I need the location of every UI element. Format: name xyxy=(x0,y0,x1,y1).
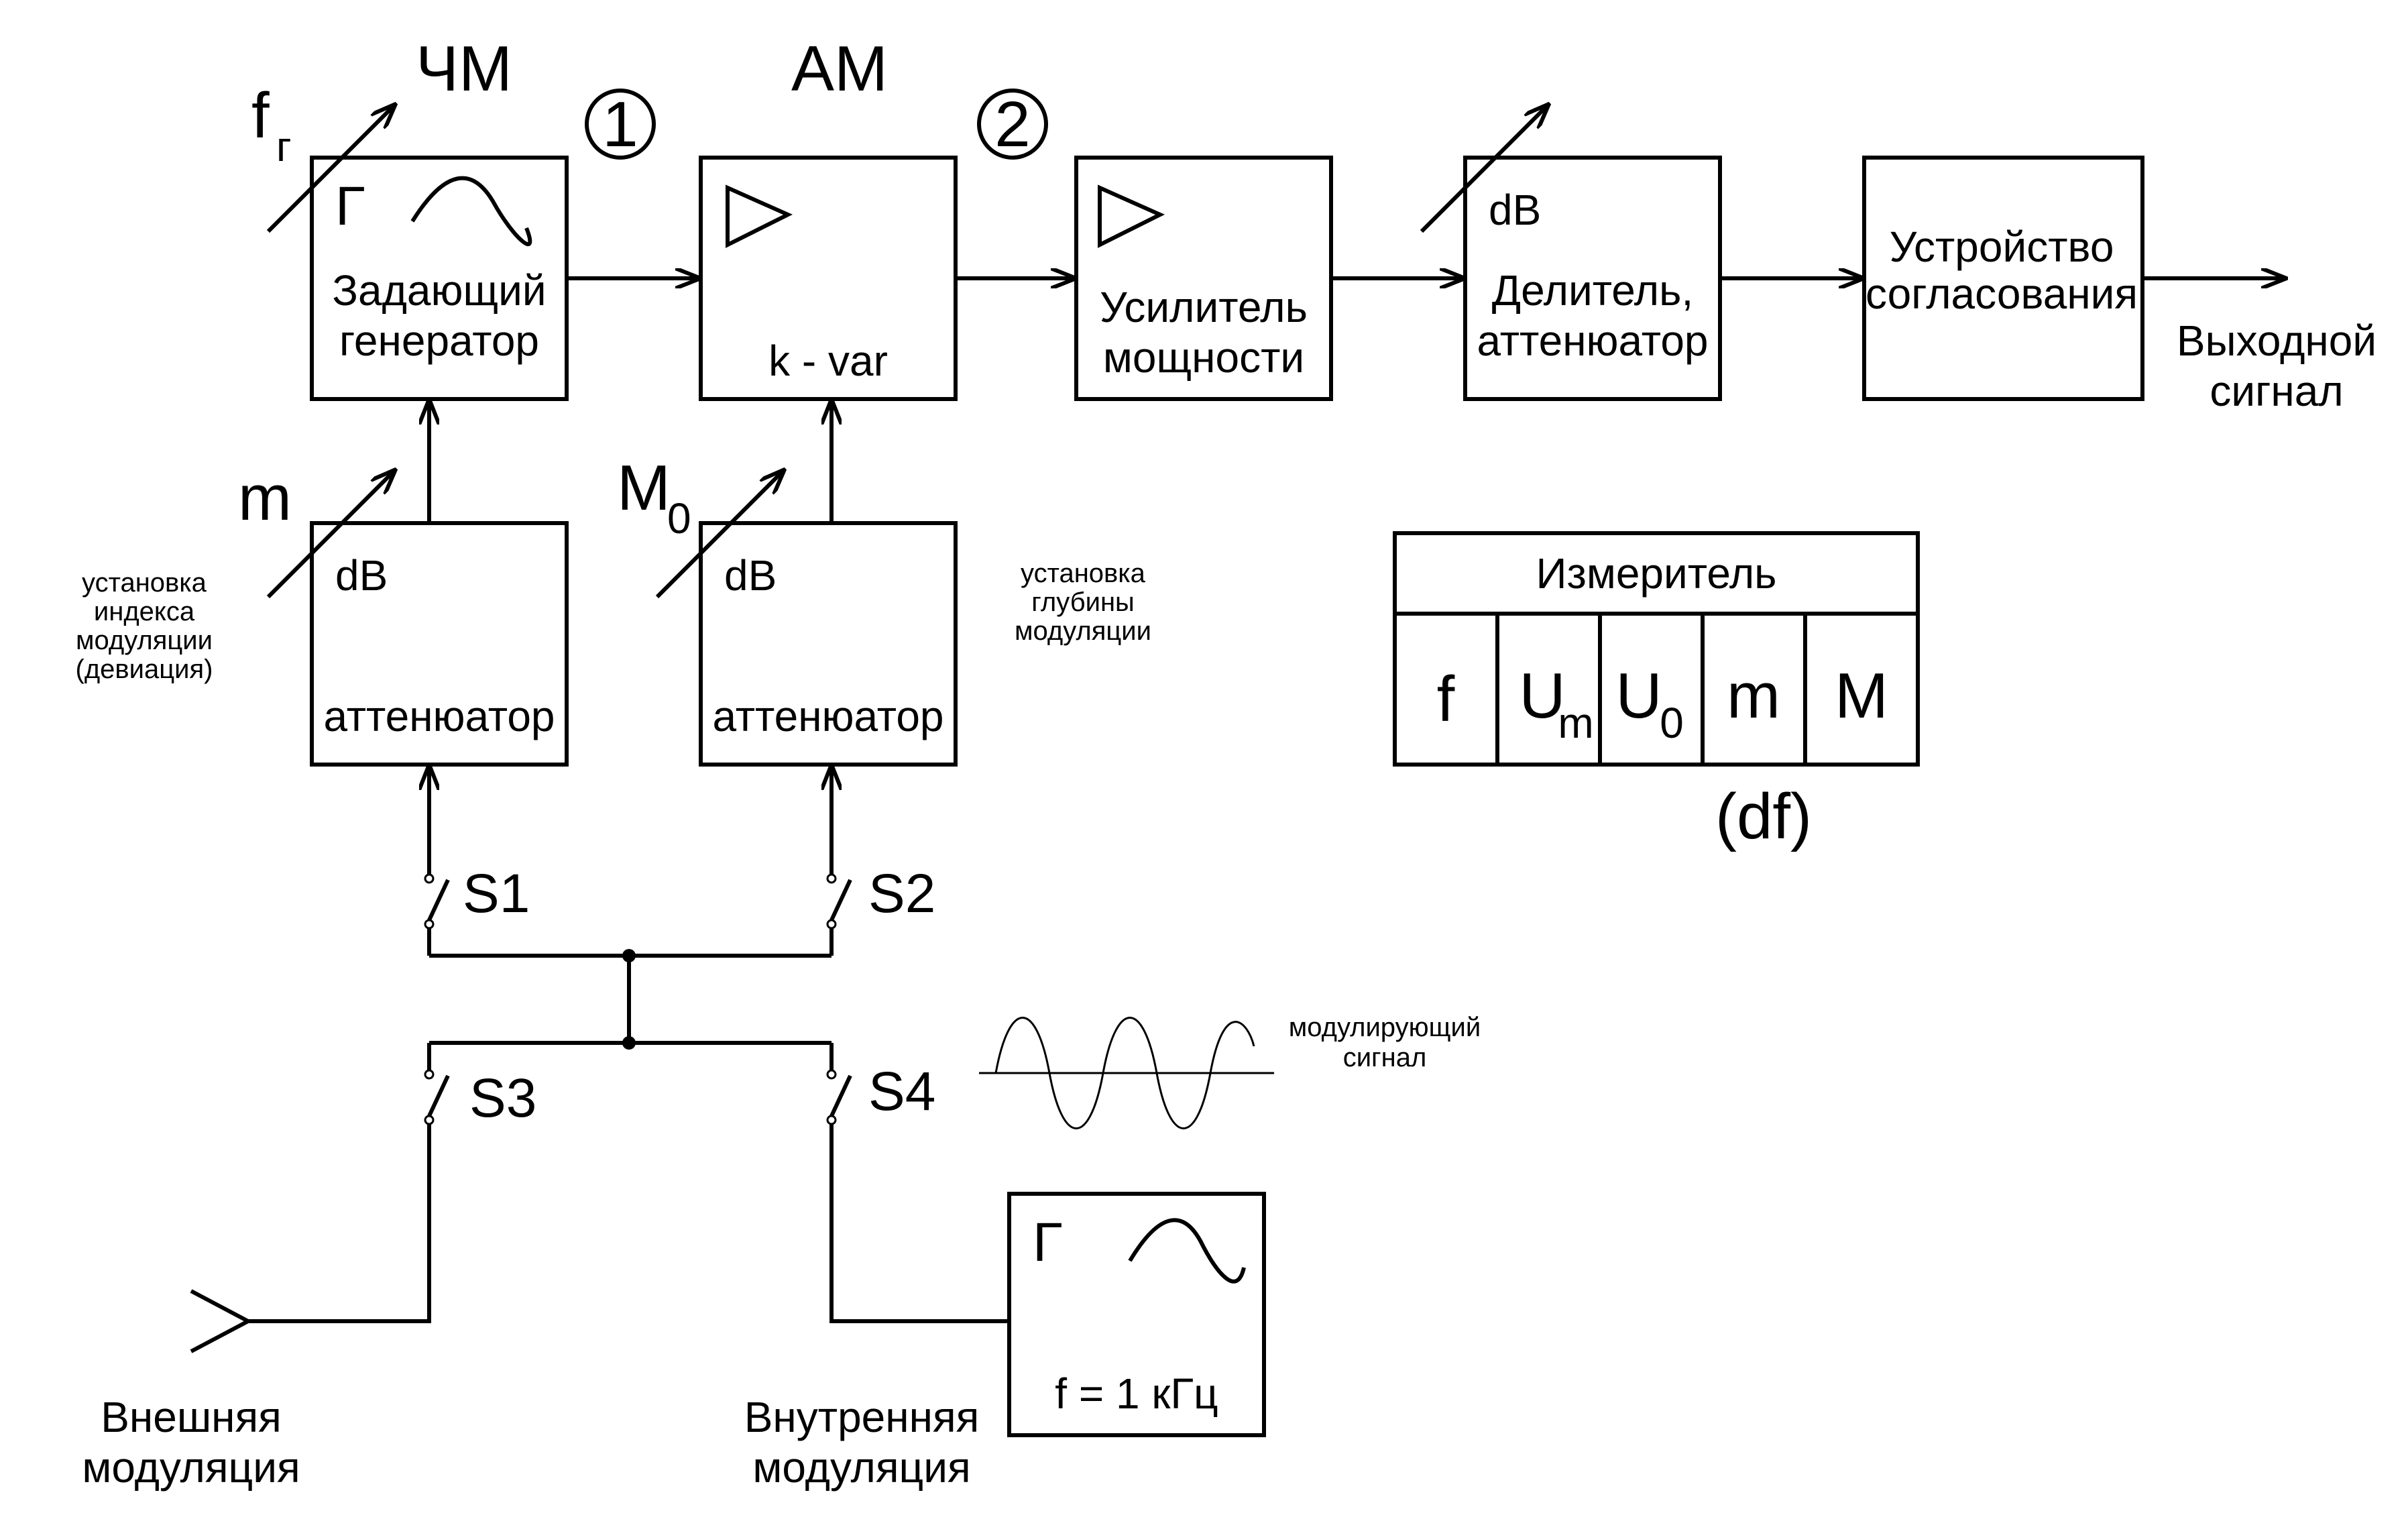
att-m-label: аттенюатор xyxy=(324,692,555,740)
divider-db: dB xyxy=(1489,186,1541,234)
freq-adjust-arrow xyxy=(266,104,396,233)
switch-s2-label: S2 xyxy=(868,863,935,924)
matching-device-block: Устройство согласования xyxy=(1862,156,2144,401)
svg-text:модуляции: модуляции xyxy=(1015,616,1151,646)
point-2-label: 2 xyxy=(994,89,1030,160)
att-m-param: m xyxy=(238,462,292,534)
matching-line2: согласования xyxy=(1866,270,2138,318)
point-2-marker: 2 xyxy=(977,89,1048,160)
am-label: АМ xyxy=(791,33,888,105)
external-mod-line2: модуляция xyxy=(82,1443,300,1492)
meter-cell-U0: U xyxy=(1615,660,1662,732)
amplifier-triangle-icon xyxy=(1098,184,1165,248)
power-amp-line1: Усилитель xyxy=(1100,283,1308,331)
internal-generator-block: Г f = 1 кГц xyxy=(1007,1192,1266,1437)
power-amplifier-block: Усилитель мощности xyxy=(1074,156,1333,401)
internal-mod-line1: Внутренняя xyxy=(744,1393,980,1441)
att-M0-param-sub: 0 xyxy=(667,494,691,543)
master-generator-block: Г Задающий генератор xyxy=(310,156,569,401)
amplifier-triangle-icon xyxy=(726,184,793,248)
mod-index-adjust-arrow xyxy=(266,469,396,599)
switch-s3 xyxy=(424,1069,450,1125)
master-gen-line2: генератор xyxy=(339,317,539,365)
switch-s1 xyxy=(424,873,450,930)
mod-signal-line2: сигнал xyxy=(1343,1043,1427,1072)
mod-depth-adjust-arrow xyxy=(655,469,785,599)
svg-text:модуляции: модуляции xyxy=(76,626,213,655)
attenuator-m-block: dB аттенюатор xyxy=(310,521,569,767)
switch-s4 xyxy=(826,1069,852,1125)
matching-line1: Устройство xyxy=(1890,223,2114,271)
mod-signal-line1: модулирующий xyxy=(1289,1013,1481,1042)
internal-mod-line2: модуляция xyxy=(752,1443,970,1492)
meter-note: (df) xyxy=(1715,781,1812,852)
freq-symbol: f xyxy=(251,80,270,152)
wire-internal-gen xyxy=(829,1124,1009,1323)
mod-depth-note: установка глубины модуляции xyxy=(1015,559,1151,646)
int-gen-symbol: Г xyxy=(1033,1212,1062,1273)
am-stage-block: k - var xyxy=(699,156,958,401)
divider-adjust-arrow xyxy=(1420,104,1549,233)
modulating-signal-waveform xyxy=(979,1017,1274,1129)
att-M0-param: M xyxy=(617,452,671,524)
sine-wave-icon xyxy=(410,176,532,246)
svg-text:установка: установка xyxy=(82,568,207,598)
meter-cell-M: M xyxy=(1835,660,1888,732)
external-mod-line1: Внешняя xyxy=(101,1393,282,1441)
output-line2: сигнал xyxy=(2210,367,2343,415)
svg-text:установка: установка xyxy=(1021,559,1146,588)
att-m-db: dB xyxy=(335,551,388,600)
attenuator-M0-block: dB аттенюатор xyxy=(699,521,958,767)
point-1-label: 1 xyxy=(602,89,638,160)
fm-label: ЧМ xyxy=(416,33,512,105)
switch-s1-label: S1 xyxy=(463,863,530,924)
att-M0-label: аттенюатор xyxy=(713,692,944,740)
freq-subscript: г xyxy=(276,124,292,170)
meter-cell-f: f xyxy=(1437,663,1455,735)
am-stage-note: k - var xyxy=(768,337,888,385)
master-gen-line1: Задающий xyxy=(332,266,546,315)
junction-upper xyxy=(622,949,636,962)
switch-s3-label: S3 xyxy=(469,1068,536,1129)
meter-cell-U0-sub: 0 xyxy=(1660,699,1684,747)
meter-table: Измеритель f U m U 0 m M xyxy=(1393,531,1920,767)
meter-cell-m: m xyxy=(1727,660,1780,732)
att-M0-db: dB xyxy=(724,551,777,600)
master-gen-symbol: Г xyxy=(335,176,365,237)
switch-s2 xyxy=(826,873,852,930)
svg-text:(девиация): (девиация) xyxy=(76,655,213,684)
mod-index-note: установка индекса модуляции (девиация) xyxy=(76,568,213,684)
divider-block: dB Делитель, аттенюатор xyxy=(1463,156,1722,401)
meter-cell-Um: U xyxy=(1519,660,1565,732)
sine-wave-icon xyxy=(1128,1218,1246,1284)
switch-s4-label: S4 xyxy=(868,1061,935,1122)
meter-cell-Um-sub: m xyxy=(1558,699,1593,747)
svg-text:индекса: индекса xyxy=(94,597,195,626)
output-line1: Выходной xyxy=(2177,317,2376,365)
divider-line2: аттенюатор xyxy=(1477,317,1709,365)
int-gen-freq: f = 1 кГц xyxy=(1055,1369,1218,1418)
external-input-connector-icon xyxy=(190,1289,253,1353)
power-amp-line2: мощности xyxy=(1103,333,1304,382)
meter-title: Измеритель xyxy=(1536,549,1776,598)
divider-line1: Делитель, xyxy=(1492,266,1693,315)
svg-text:глубины: глубины xyxy=(1031,587,1135,617)
wire-external-input xyxy=(248,1124,431,1323)
point-1-marker: 1 xyxy=(585,89,656,160)
